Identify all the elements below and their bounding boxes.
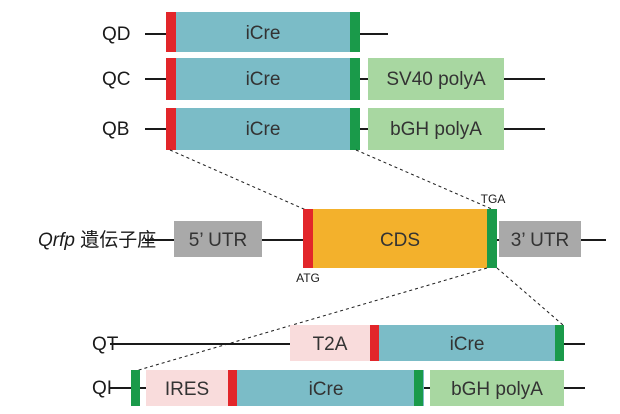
qc-polya-label: SV40 polyA: [386, 69, 486, 90]
lower-right-connector: [496, 267, 564, 326]
qb-icre-label: iCre: [246, 119, 281, 140]
qt-icre-label: iCre: [450, 334, 485, 355]
qd-construct: QD iCre: [102, 12, 388, 52]
qi-polya-box: [430, 370, 564, 406]
cds-label: CDS: [380, 230, 420, 251]
qd-red-marker: [166, 12, 176, 52]
qb-polya-label: bGH polyA: [390, 119, 482, 140]
qi-green-marker-left: [131, 370, 140, 406]
qi-red-marker: [228, 370, 237, 406]
upper-right-connector: [355, 149, 495, 211]
lower-left-connector: [131, 267, 488, 373]
qt-t2a-label: T2A: [313, 334, 348, 355]
qrfp-locus: Qrfp 遺伝子座 5’ UTR CDS 3’ UTR ATG TGA: [38, 192, 606, 285]
qb-construct: QB iCre bGH polyA: [102, 108, 545, 150]
locus-label: Qrfp 遺伝子座: [38, 229, 156, 251]
qc-label: QC: [102, 69, 131, 90]
locus-gene-name: Qrfp: [38, 230, 75, 251]
qt-red-marker: [370, 325, 379, 361]
tga-green-marker: [487, 209, 497, 268]
qd-icre-label: iCre: [246, 23, 281, 44]
utr3-label: 3’ UTR: [511, 230, 569, 251]
utr3-box: [499, 221, 581, 257]
qb-icre-box: [166, 108, 360, 150]
utr5-box: [174, 221, 262, 257]
qc-icre-box: [166, 58, 360, 100]
utr5-label: 5’ UTR: [189, 230, 247, 251]
qc-green-marker: [350, 58, 360, 100]
qd-icre-box: [166, 12, 360, 52]
locus-suffix: 遺伝子座: [75, 229, 156, 251]
qc-polya-box: [368, 58, 504, 100]
qi-ires-label: IRES: [165, 379, 209, 400]
qc-construct: QC iCre SV40 polyA: [102, 58, 545, 100]
qb-green-marker: [350, 108, 360, 150]
qi-label: QI: [92, 378, 112, 399]
qi-icre-label: iCre: [309, 379, 344, 400]
atg-label: ATG: [296, 271, 320, 285]
qc-red-marker: [166, 58, 176, 100]
qb-polya-box: [368, 108, 504, 150]
qt-green-marker: [555, 325, 564, 361]
upper-left-connector: [169, 149, 307, 211]
qt-t2a-box: [290, 325, 370, 361]
atg-red-marker: [303, 209, 313, 268]
qb-red-marker: [166, 108, 176, 150]
qb-label: QB: [102, 119, 129, 140]
tga-label: TGA: [481, 192, 506, 206]
qd-green-marker: [350, 12, 360, 52]
qi-icre-box: [228, 370, 424, 406]
qd-label: QD: [102, 24, 131, 45]
cds-box: [303, 209, 497, 268]
qt-icre-box: [370, 325, 564, 361]
qi-ires-box: [146, 370, 228, 406]
qc-icre-label: iCre: [246, 69, 281, 90]
qt-label: QT: [92, 334, 119, 355]
qi-polya-label: bGH polyA: [451, 379, 543, 400]
qi-green-marker-right: [414, 370, 423, 406]
qt-construct: QT T2A iCre: [92, 325, 585, 361]
qi-construct: QI IRES iCre bGH polyA: [92, 370, 585, 406]
